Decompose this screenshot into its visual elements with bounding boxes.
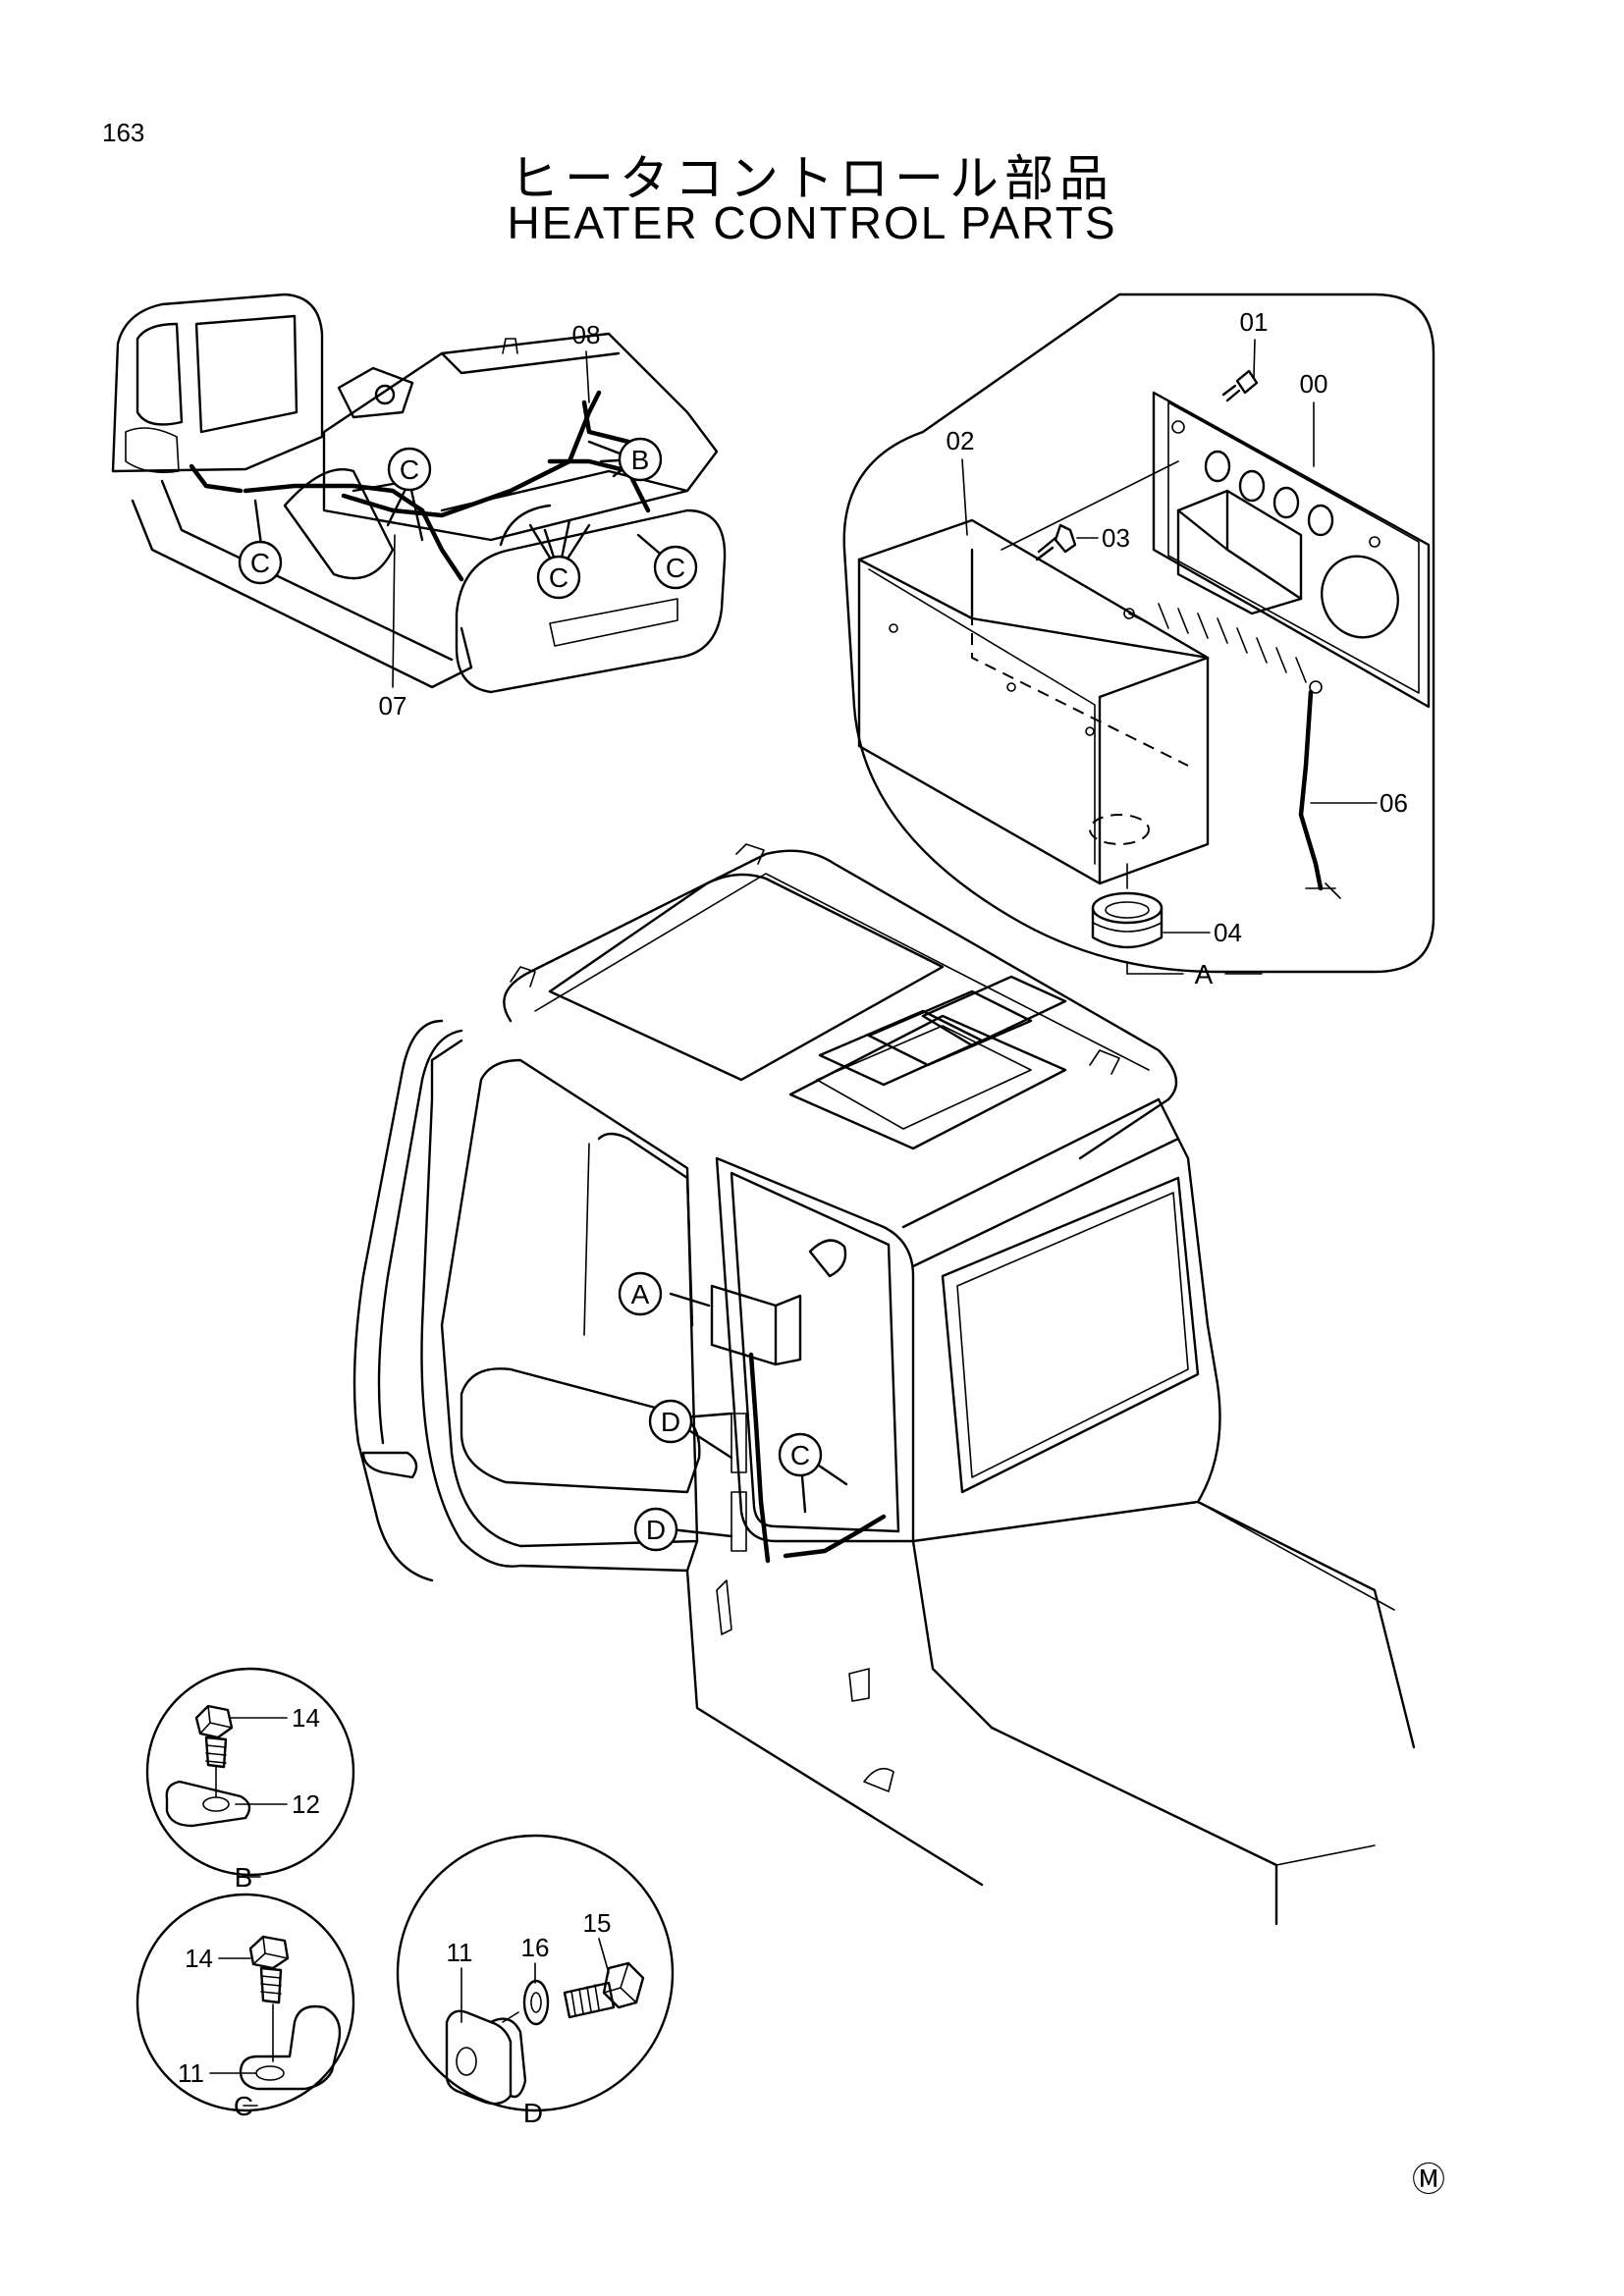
svg-text:B: B <box>631 445 650 475</box>
detail-a-view <box>842 293 1435 975</box>
svg-text:C: C <box>549 562 568 593</box>
marker-c: C <box>536 555 581 600</box>
machine-overview <box>111 293 727 694</box>
marker-d: D <box>633 1507 678 1552</box>
part-label-01: 01 <box>1240 307 1269 337</box>
svg-text:C: C <box>790 1440 810 1470</box>
svg-text:C: C <box>400 454 419 485</box>
part-label-02: 02 <box>947 426 975 455</box>
part-label-08: 08 <box>572 320 601 349</box>
marker-c: C <box>238 540 283 585</box>
title-english: HEATER CONTROL PARTS <box>507 197 1117 248</box>
part-label-11: 11 <box>447 1938 473 1967</box>
detail-b-view <box>145 1667 355 1878</box>
cab-drawing <box>352 843 1416 1926</box>
marker-b: B <box>618 437 663 482</box>
part-label-15: 15 <box>583 1908 612 1938</box>
svg-text:C: C <box>666 553 685 583</box>
title-japanese: ヒータコントロール部品 <box>510 150 1114 207</box>
svg-text:A: A <box>631 1279 650 1309</box>
m-mark: Ⓜ <box>1412 2162 1445 2199</box>
svg-text:D: D <box>661 1407 680 1437</box>
part-label-00: 00 <box>1300 369 1328 399</box>
view-label-a: A <box>1195 959 1214 989</box>
detail-c-view <box>135 1893 355 2112</box>
part-label-07: 07 <box>379 691 407 721</box>
part-label-03: 03 <box>1102 523 1130 553</box>
marker-c: C <box>778 1432 823 1477</box>
part-label-16: 16 <box>521 1933 550 1962</box>
svg-text:D: D <box>646 1515 666 1545</box>
marker-c: C <box>387 447 432 492</box>
part-label-04: 04 <box>1214 918 1242 947</box>
svg-text:C: C <box>250 548 270 578</box>
page-number: 163 <box>102 118 145 147</box>
part-label-06: 06 <box>1380 788 1408 818</box>
marker-c: C <box>653 545 698 590</box>
marker-d: D <box>648 1399 693 1444</box>
part-label-14: 14 <box>292 1703 320 1733</box>
view-label-c: C <box>234 2091 253 2121</box>
part-label-12: 12 <box>292 1789 320 1819</box>
part-label-14: 14 <box>185 1944 213 1973</box>
detail-d-view <box>396 1834 675 2112</box>
marker-a: A <box>618 1271 663 1316</box>
view-label-d: D <box>523 2098 543 2128</box>
view-label-b: B <box>235 1862 253 1893</box>
part-label-11: 11 <box>178 2058 204 2088</box>
